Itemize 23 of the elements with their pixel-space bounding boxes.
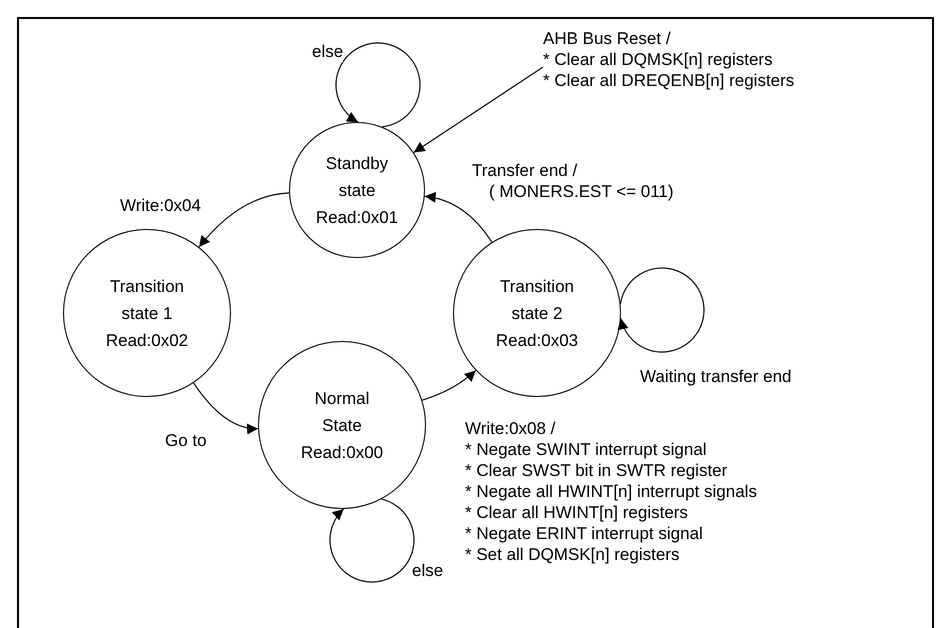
state-label: Transition state 1 — [108, 276, 185, 324]
state-label: Read:0x03 — [494, 330, 580, 352]
state-label: Transition state 2 — [498, 276, 575, 324]
transition-arrow — [193, 382, 258, 434]
state-circle — [453, 229, 621, 397]
transition-action-text: * Clear all DQMSK[n] registers — [543, 49, 774, 70]
state-label: Normal State — [314, 388, 370, 436]
state-label: Read:0x01 — [314, 206, 400, 228]
state-label: Standby state — [324, 152, 390, 202]
state-circle — [63, 229, 231, 397]
state-circle — [289, 122, 425, 258]
state-label: Read:0x02 — [104, 330, 190, 352]
transition-action-text: * Clear all DREQENB[n] registers — [543, 70, 794, 91]
state-circle — [258, 341, 426, 509]
transition-arrow — [413, 66, 544, 153]
self-loop-arrow — [336, 42, 420, 128]
transition-arrow — [422, 370, 476, 401]
self-loop-arrow — [330, 498, 414, 582]
transition-arrow — [198, 192, 290, 248]
state-label: Read:0x00 — [300, 442, 384, 464]
self-loop-arrow — [618, 268, 704, 352]
transition-arrow — [424, 192, 492, 242]
transition-action-text: AHB Bus Reset / — [543, 28, 672, 49]
